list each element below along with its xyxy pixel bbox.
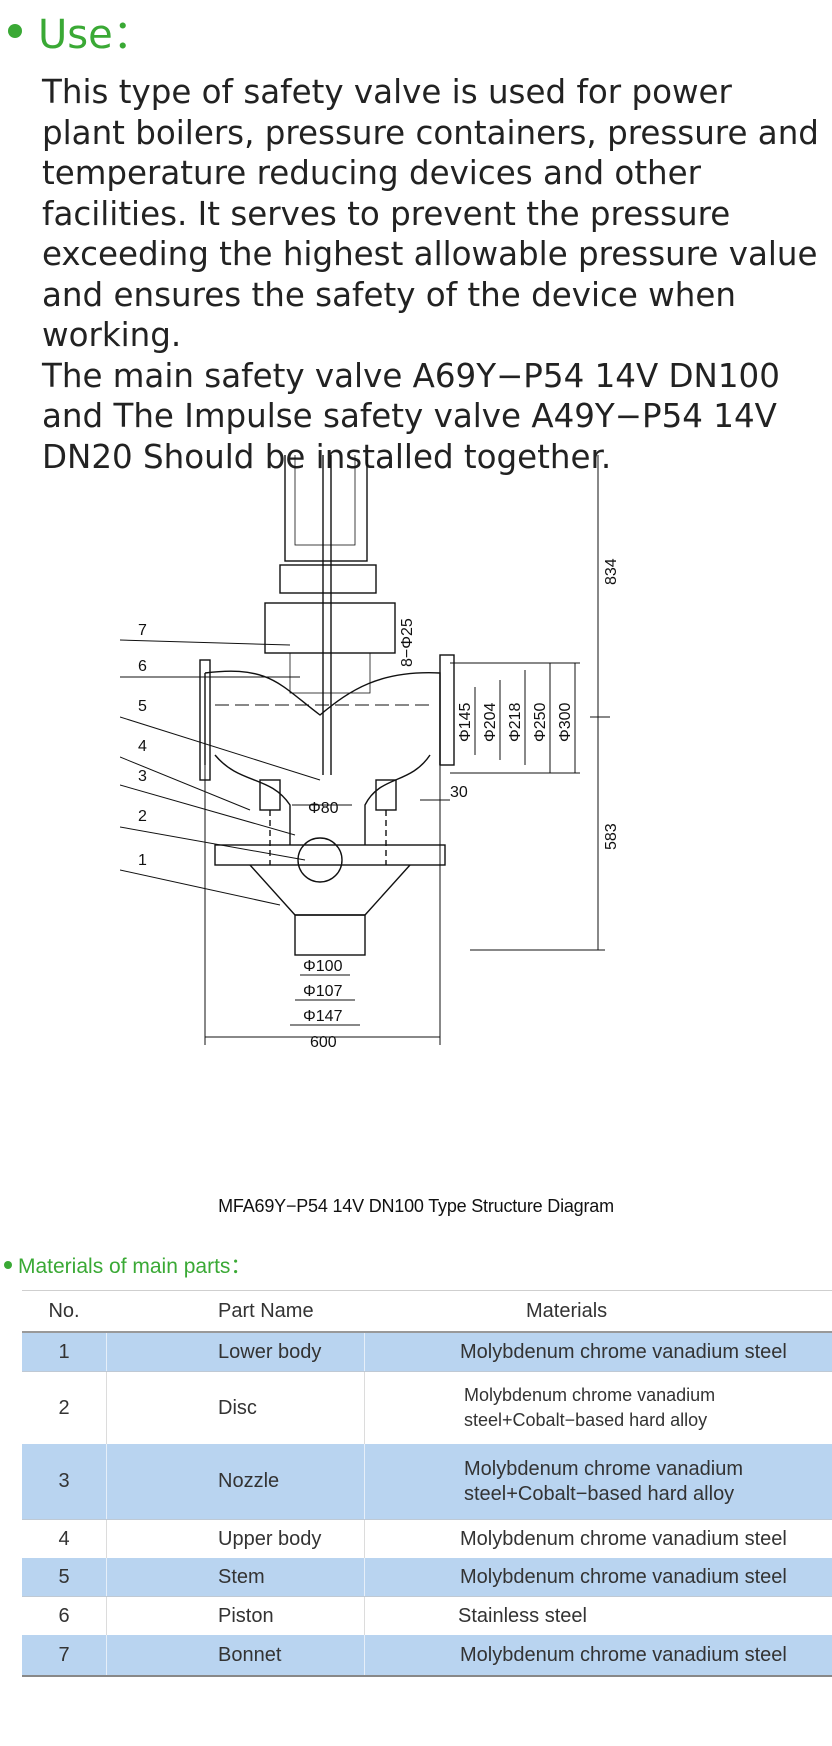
row-part: Disc [218,1396,257,1419]
header-materials: Materials [526,1299,608,1322]
row-no: 1 [58,1340,70,1363]
row-no: 4 [58,1527,70,1550]
dim-bolts: 8−Φ25 [399,618,416,667]
row-material: Molybdenum chrome vanadium steel [460,1527,787,1550]
row-material: Molybdenum chrome vanadium steel+Cobalt−… [464,1457,744,1505]
table-row: 2 Disc Molybdenum chrome vanadium steel+… [22,1372,832,1444]
dim-600: 600 [310,1034,337,1051]
materials-title: Materials of main parts： [18,1255,252,1278]
row-no: 6 [58,1604,70,1627]
table-row: 4 Upper body Molybdenum chrome vanadium … [22,1520,832,1558]
dim-phi250: Φ250 [532,702,549,742]
valve-structure-diagram: 7 6 5 4 3 2 1 834 583 8−Φ25 Φ145 Φ204 Φ2… [120,455,620,1051]
materials-table: No. Part Name Materials 1 Lower body Mol… [22,1290,832,1677]
row-no: 3 [58,1470,70,1492]
dim-phi300: Φ300 [557,702,574,742]
use-title: Use： [38,12,153,58]
intro-text: This type of safety valve is used for po… [42,72,822,477]
diagram-caption: MFA69Y−P54 14V DN100 Type Structure Diag… [218,1196,614,1216]
dim-30: 30 [450,784,468,801]
part-number-6: 6 [138,658,147,675]
dim-phi147: Φ147 [303,1008,343,1025]
row-material: Molybdenum chrome vanadium steel+Cobalt−… [464,1385,716,1430]
dim-phi80: Φ80 [308,800,339,817]
part-number-5: 5 [138,698,147,715]
table-row: 3 Nozzle Molybdenum chrome vanadium stee… [22,1444,832,1520]
row-part: Bonnet [218,1643,282,1666]
intro-paragraph-1: This type of safety valve is used for po… [42,73,819,354]
bullet-icon [4,1261,12,1269]
part-number-4: 4 [138,738,147,755]
table-header-row: No. Part Name Materials [22,1290,832,1333]
row-part: Piston [218,1604,274,1627]
dim-phi107: Φ107 [303,983,343,1000]
row-material: Stainless steel [458,1604,587,1627]
bonnet-assembly [264,455,396,694]
part-number-2: 2 [138,808,147,825]
row-part: Stem [218,1565,265,1588]
materials-heading: Materials of main parts： [4,1250,251,1280]
row-no: 7 [58,1643,70,1666]
row-part: Lower body [218,1340,322,1363]
table-row: 5 Stem Molybdenum chrome vanadium steel [22,1558,832,1597]
part-number-7: 7 [138,622,147,639]
row-no: 5 [58,1565,70,1588]
part-number-3: 3 [138,768,147,785]
row-material: Molybdenum chrome vanadium steel [460,1643,787,1666]
row-part: Nozzle [218,1470,280,1492]
use-heading: Use： [8,2,153,60]
dim-phi218: Φ218 [507,702,524,742]
table-row: 7 Bonnet Molybdenum chrome vanadium stee… [22,1635,832,1677]
dim-583: 583 [603,823,620,850]
dim-834: 834 [603,558,620,585]
row-material: Molybdenum chrome vanadium steel [460,1565,787,1588]
row-material: Molybdenum chrome vanadium steel [460,1340,787,1363]
header-no: No. [48,1299,80,1322]
dim-phi204: Φ204 [482,702,499,742]
table-row: 6 Piston Stainless steel [22,1597,832,1635]
dim-phi145: Φ145 [457,702,474,742]
intro-paragraph-2: The main safety valve A69Y−P54 14V DN100… [42,356,780,476]
row-no: 2 [58,1396,70,1419]
dim-phi100: Φ100 [303,958,343,975]
part-number-1: 1 [138,852,147,869]
row-part: Upper body [218,1527,322,1550]
header-part-name: Part Name [218,1299,314,1322]
bullet-icon [8,24,22,38]
table-row: 1 Lower body Molybdenum chrome vanadium … [22,1333,832,1372]
